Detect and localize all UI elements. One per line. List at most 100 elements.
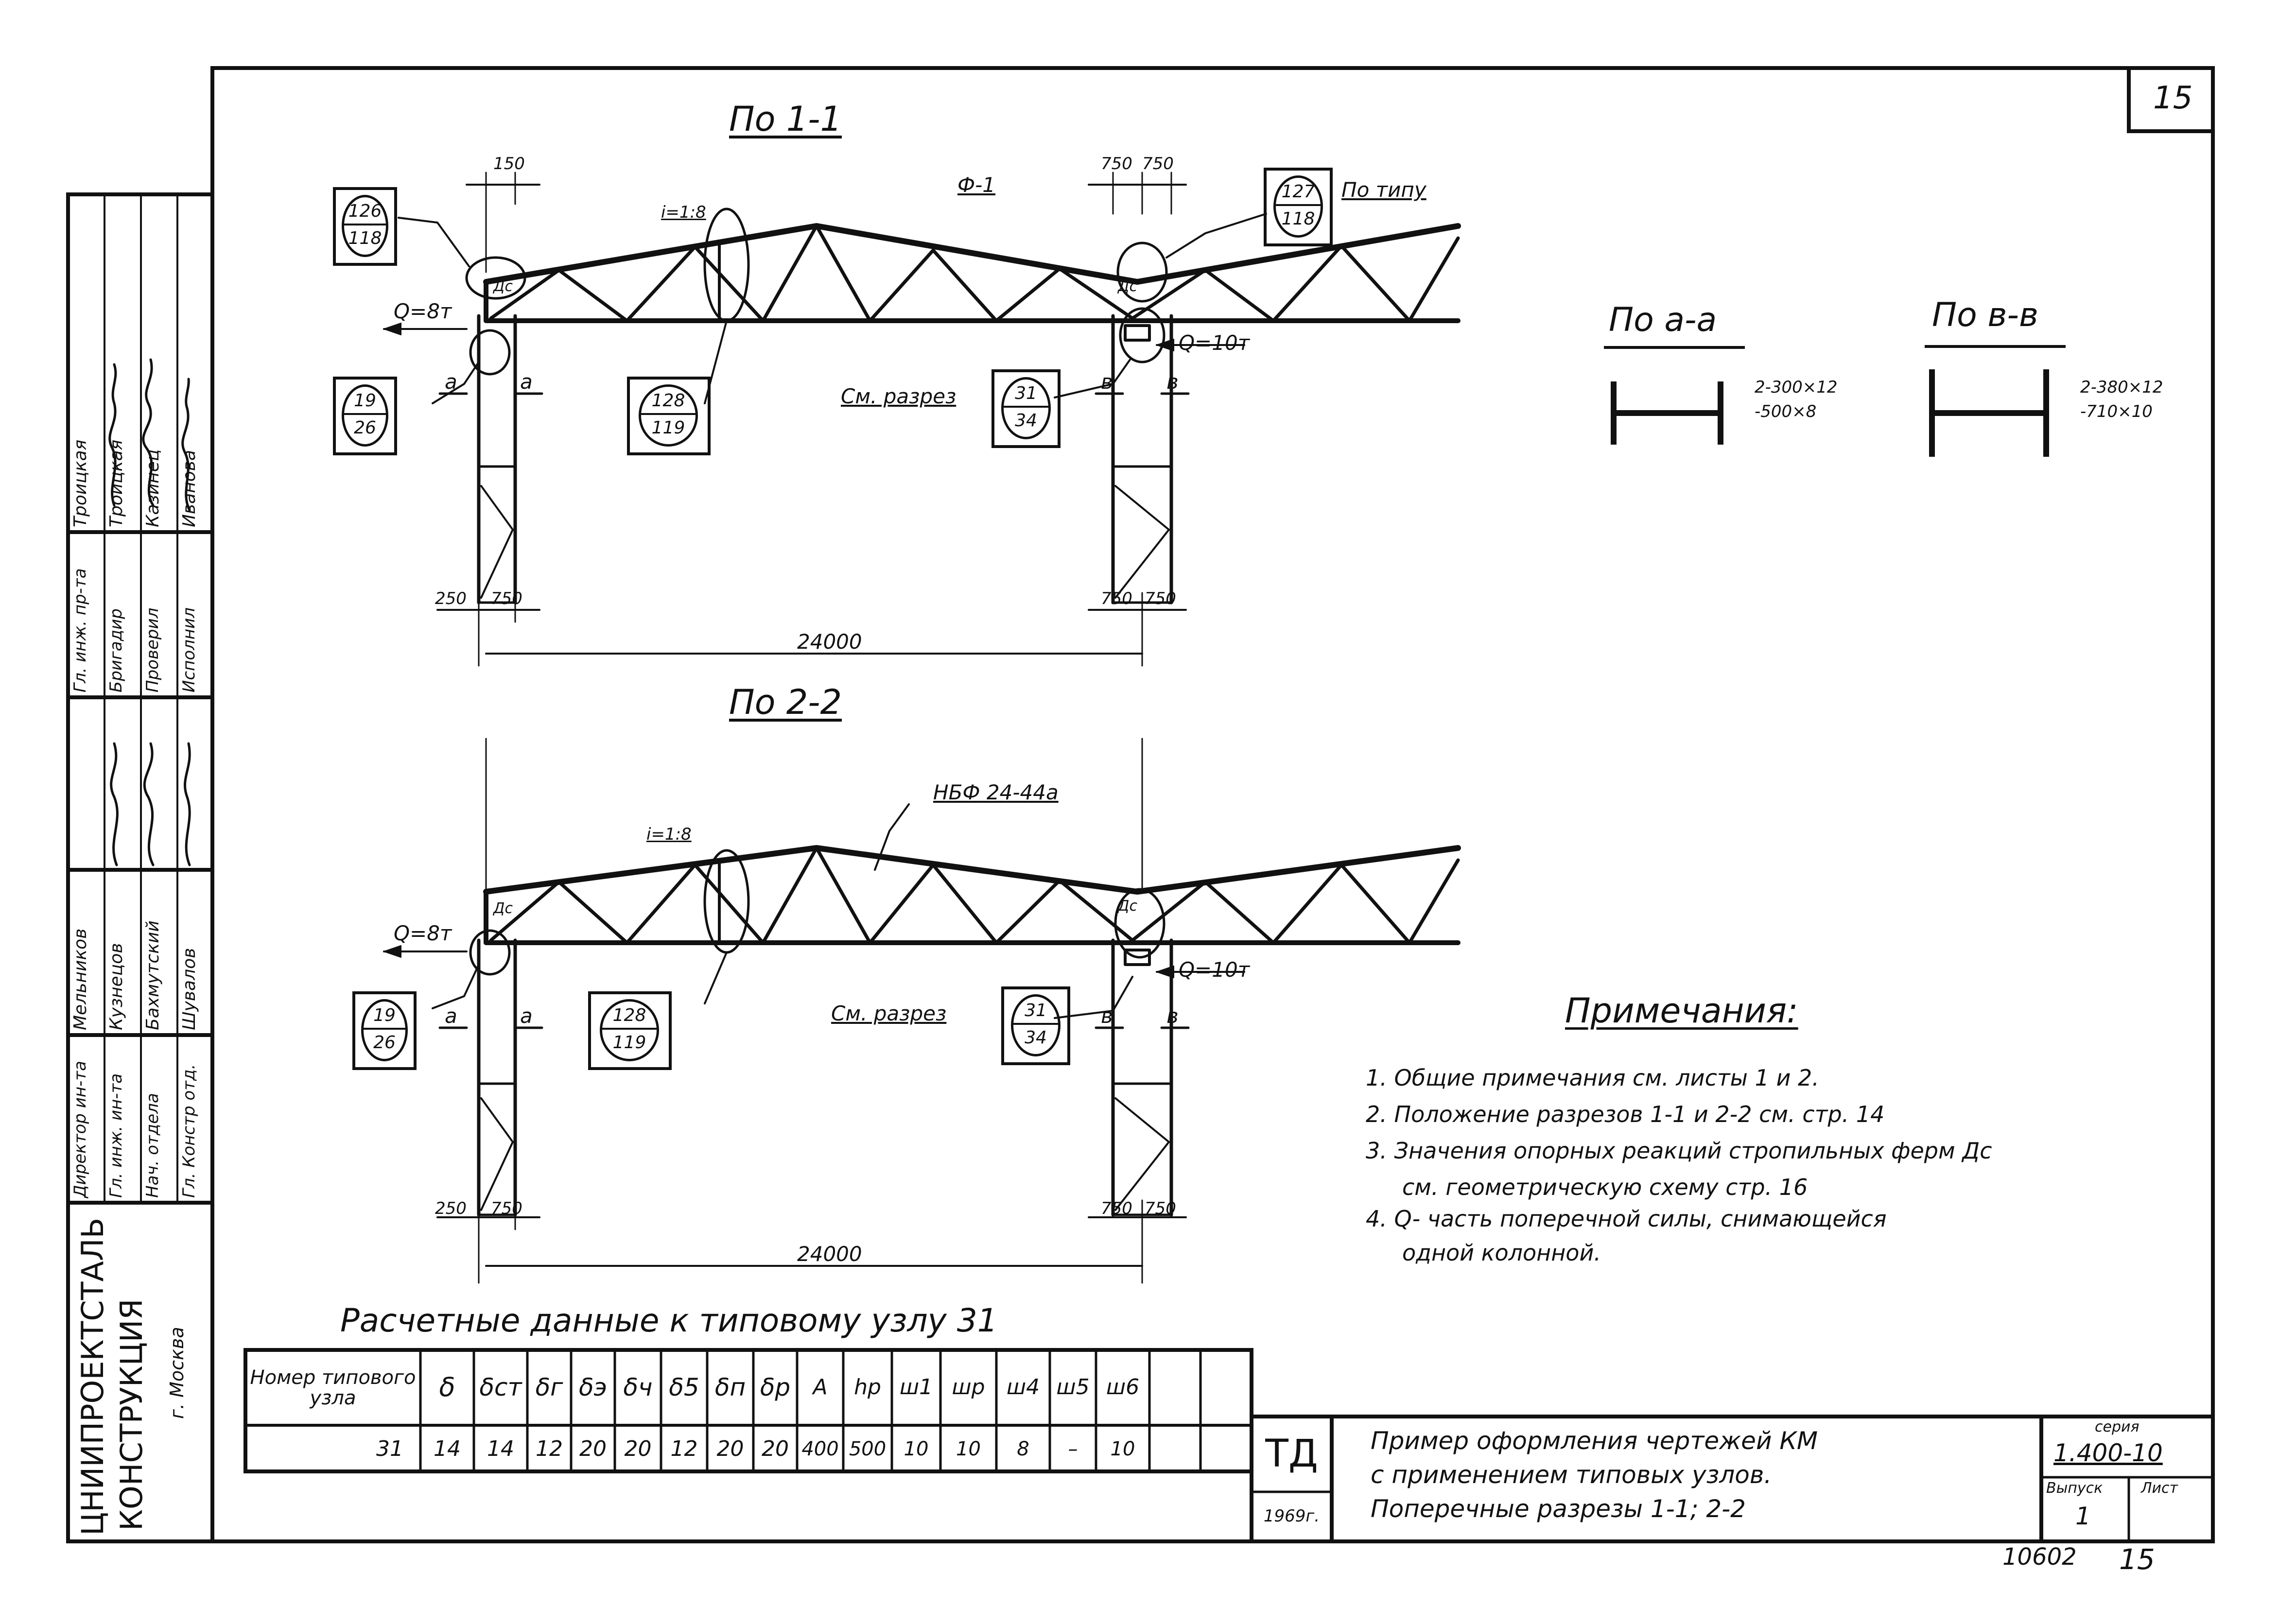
table-value-cell: 8 <box>1017 1438 1029 1460</box>
footer-page-number: 15 <box>2119 1543 2155 1576</box>
table-header-cell: ш4 <box>1006 1375 1040 1400</box>
table-header-cell: шр <box>952 1375 985 1400</box>
table-row-node-31: 31 <box>376 1436 403 1461</box>
issue-value: 1 <box>2075 1502 2091 1530</box>
ref-bubble-128-119-s2: 128 119 <box>588 991 672 1070</box>
org-name-2: КОНСТРУКЦИЯ <box>114 1298 149 1531</box>
ref-bottom: 26 <box>373 1033 396 1053</box>
table-header-node-number: Номер типового узла <box>250 1366 416 1409</box>
table-value-cell: 10 <box>1110 1438 1135 1460</box>
see-section-1: См. разрез <box>841 384 957 408</box>
section-2-2-title: По 2-2 <box>729 682 842 722</box>
see-section-2: См. разрез <box>831 1002 947 1025</box>
section-bb-underline <box>1925 345 2066 348</box>
cut-b-right-2: в <box>1166 1004 1179 1028</box>
table-value-cell: 14 <box>487 1436 514 1461</box>
cut-a-left-2: а <box>445 1004 457 1028</box>
table-value-cell: 20 <box>762 1436 789 1461</box>
cut-b-left-1: в <box>1101 370 1113 394</box>
title-block-code: ТД <box>1265 1432 1318 1476</box>
stamp-role: Директор ин-та <box>70 1061 90 1198</box>
ref-bubble-31-34-s2: 31 34 <box>1001 986 1070 1065</box>
cut-a-left-1: а <box>445 370 457 394</box>
ref-top: 19 <box>344 389 386 415</box>
section-1-1-drawing <box>383 172 1461 667</box>
span-dimension-1: 24000 <box>797 630 862 654</box>
cut-b-right-1: в <box>1166 370 1179 394</box>
ref-bottom: 119 <box>651 418 685 438</box>
dim-250-bottom-1: 250 <box>435 589 467 608</box>
note-2: 2. Положение разрезов 1-1 и 2-2 см. стр.… <box>1366 1101 1885 1127</box>
table-header-cell: hр <box>854 1375 881 1400</box>
force-left-1: Q=8т <box>394 299 452 323</box>
table-header-cell: ш1 <box>899 1375 933 1400</box>
note-4: 4. Q- часть поперечной силы, снимающейся <box>1366 1206 1887 1232</box>
dc-label-2b: Дс <box>1118 898 1137 915</box>
notes-title: Примечания: <box>1565 991 1798 1031</box>
section-aa-underline <box>1604 346 1745 349</box>
signature-marks <box>108 358 191 866</box>
force-right-2: Q=10т <box>1179 958 1250 982</box>
series-label: серия <box>2095 1418 2139 1435</box>
dim-750-bottom-2b: 750 <box>1145 1199 1176 1218</box>
truss-label-nbf: НБФ 24-44а <box>933 780 1059 804</box>
cut-b-left-2: в <box>1101 1004 1113 1028</box>
slope-label-1: i=1:8 <box>661 203 706 222</box>
ref-bubble-19-26-s1: 19 26 <box>333 377 397 455</box>
ref-top: 128 <box>641 389 696 415</box>
ref-top: 31 <box>1013 999 1058 1025</box>
title-block-year: 1969г. <box>1263 1506 1320 1526</box>
section-aa-title: По а-а <box>1609 301 1717 339</box>
cut-a-right-2: а <box>520 1004 533 1028</box>
series-value: 1.400-10 <box>2053 1439 2163 1467</box>
table-value-cell: – <box>1068 1438 1078 1460</box>
ref-bottom: 118 <box>348 228 382 249</box>
table-value-cell: 10 <box>904 1438 929 1460</box>
ref-top: 19 <box>364 1003 405 1030</box>
table-value-cell: 14 <box>434 1436 461 1461</box>
table-value-cell: 20 <box>716 1436 744 1461</box>
ref-bubble-31-34-s1: 31 34 <box>991 369 1061 448</box>
note-1: 1. Общие примечания см. листы 1 и 2. <box>1366 1065 1819 1091</box>
table-header-cell: δэ <box>578 1373 608 1402</box>
sheet-number: 15 <box>2153 80 2193 116</box>
section-2-2-drawing <box>383 738 1461 1284</box>
table-header-cell: δр <box>760 1373 791 1402</box>
ref-bottom: 34 <box>1025 1028 1047 1048</box>
table-value-cell: 10 <box>956 1438 981 1460</box>
dim-250-bottom-2: 250 <box>435 1199 467 1218</box>
dim-750-bottom-1b: 750 <box>1145 589 1176 608</box>
issue-label: Выпуск <box>2046 1480 2103 1497</box>
span-dimension-2: 24000 <box>797 1242 862 1266</box>
ref-top: 126 <box>344 199 386 225</box>
table-header-cell: ш6 <box>1106 1375 1140 1400</box>
stamp-role: Нач. отдела <box>143 1093 162 1198</box>
sheet-label: Лист <box>2141 1480 2178 1497</box>
dim-750-top-1b: 750 <box>1142 154 1174 173</box>
table-value-cell: 20 <box>579 1436 607 1461</box>
dim-150-top-1: 150 <box>493 154 525 173</box>
table-header-cell: А <box>813 1375 828 1400</box>
ref-bottom: 118 <box>1281 209 1315 229</box>
table-header-cell: δп <box>714 1373 746 1402</box>
note-4-cont: одной колонной. <box>1402 1240 1601 1266</box>
dc-label-1: Дс <box>493 278 513 295</box>
dim-750-bottom-2: 750 <box>491 1199 522 1218</box>
section-1-1-title: По 1-1 <box>729 99 842 139</box>
calc-table-title: Расчетные данные к типовому узлу 31 <box>340 1302 998 1339</box>
slope-label-2: i=1:8 <box>646 825 692 844</box>
force-left-2: Q=8т <box>394 921 452 945</box>
title-line-3: Поперечные разрезы 1-1; 2-2 <box>1371 1495 1746 1523</box>
table-header-cell: δст <box>479 1373 522 1402</box>
org-city: г. Москва <box>166 1327 188 1419</box>
i-beam-sections <box>1611 369 2049 457</box>
table-header-cell: δ5 <box>669 1373 699 1402</box>
sheet-number-box <box>2127 66 2215 133</box>
ref-bottom: 26 <box>354 418 376 438</box>
note-3: 3. Значения опорных реакций стропильных … <box>1366 1138 1992 1164</box>
by-type-note: По типу <box>1341 178 1426 202</box>
table-value-cell: 12 <box>670 1436 698 1461</box>
dim-750-bottom-2a: 750 <box>1101 1199 1132 1218</box>
